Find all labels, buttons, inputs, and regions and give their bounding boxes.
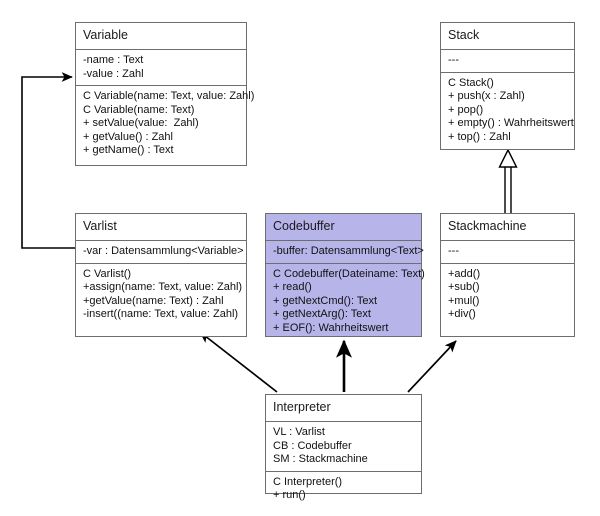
class-name-stack: Stack — [441, 23, 574, 50]
operation-line: C Varlist() — [83, 267, 132, 280]
edge-stackmachine-to-stack — [498, 148, 518, 213]
operation-line: +add() — [448, 267, 481, 280]
uml-class-stack[interactable]: Stack --- C Stack() + push(x : Zahl) + p… — [440, 22, 575, 150]
uml-class-varlist[interactable]: Varlist -var : Datensammlung<Variable> C… — [75, 213, 247, 337]
operation-line: +getValue(name: Text) : Zahl — [83, 294, 224, 307]
operations-compartment-variable: C Variable(name: Text, value: Zahl) C Va… — [76, 86, 255, 162]
uml-class-variable[interactable]: Variable -name : Text -value : Zahl C Va… — [75, 22, 255, 166]
attribute-line: -name : Text — [83, 54, 144, 66]
attribute-line: CB : Codebuffer — [273, 439, 352, 452]
operation-line: + getNextCmd(): Text — [273, 294, 378, 307]
operations-compartment-stack: C Stack() + push(x : Zahl) + pop() + emp… — [441, 73, 574, 149]
class-name-codebuffer: Codebuffer — [266, 214, 421, 241]
operation-line: + push(x : Zahl) — [448, 90, 525, 102]
uml-class-stackmachine[interactable]: Stackmachine --- +add() +sub() +mul() +d… — [440, 213, 575, 337]
operation-line: -insert((name: Text, value: Zahl) — [83, 308, 239, 320]
attribute-line: -value : Zahl — [83, 67, 144, 80]
attribute-line: VL : Varlist — [273, 426, 325, 438]
operation-line: +sub() — [448, 281, 480, 293]
operation-line: C Interpreter() — [273, 475, 343, 488]
attributes-compartment-interpreter: VL : Varlist CB : Codebuffer SM : Stackm… — [266, 422, 421, 472]
operation-line: + getValue() : Zahl — [83, 130, 173, 143]
operation-line: + run() — [273, 489, 306, 501]
operations-compartment-stackmachine: +add() +sub() +mul() +div() — [441, 264, 574, 326]
operation-line: + read() — [273, 281, 312, 293]
attributes-compartment-stack: --- — [441, 50, 574, 73]
operation-line: + EOF(): Wahrheitswert — [273, 321, 389, 334]
operation-line: + empty() : Wahrheitswert — [448, 117, 574, 129]
attributes-compartment-codebuffer: -buffer: Datensammlung<Text> — [266, 241, 424, 264]
operations-compartment-varlist: C Varlist() +assign(name: Text, value: Z… — [76, 264, 246, 326]
attributes-compartment-varlist: -var : Datensammlung<Variable> — [76, 241, 246, 264]
attributes-compartment-variable: -name : Text -value : Zahl — [76, 50, 246, 86]
operation-line: + getNextArg(): Text — [273, 308, 371, 320]
operation-line: +div() — [448, 308, 476, 320]
class-name-interpreter: Interpreter — [266, 395, 421, 422]
edge-interpreter-to-stackmachine — [407, 340, 457, 393]
attribute-line: SM : Stackmachine — [273, 453, 368, 465]
operation-line: C Codebuffer(Dateiname: Text) — [273, 267, 425, 280]
operation-line: C Stack() — [448, 76, 494, 89]
uml-class-codebuffer[interactable]: Codebuffer -buffer: Datensammlung<Text> … — [265, 213, 425, 340]
operation-line: + top() : Zahl — [448, 130, 511, 143]
edge-interpreter-to-varlist — [199, 331, 278, 393]
attribute-line: -var : Datensammlung<Variable> — [83, 245, 244, 257]
attribute-line: --- — [448, 245, 459, 257]
class-name-variable: Variable — [76, 23, 246, 50]
operation-line: + getName() : Text — [83, 144, 174, 156]
operation-line: +assign(name: Text, value: Zahl) — [83, 281, 243, 293]
attribute-line: -buffer: Datensammlung<Text> — [273, 245, 424, 257]
attribute-line: --- — [448, 54, 459, 66]
operation-line: + pop() — [448, 103, 484, 116]
edge-varlist-to-variable — [21, 72, 75, 249]
operation-line: C Variable(name: Text) — [83, 103, 195, 116]
operation-line: + setValue(value: Zahl) — [83, 117, 199, 129]
hollow-triangle-arrowhead — [498, 148, 518, 168]
class-name-varlist: Varlist — [76, 214, 246, 241]
operations-compartment-interpreter: C Interpreter() + run() — [266, 472, 421, 507]
operation-line: C Variable(name: Text, value: Zahl) — [83, 90, 255, 102]
operations-compartment-codebuffer: C Codebuffer(Dateiname: Text) + read() +… — [266, 264, 425, 340]
operation-line: +mul() — [448, 294, 480, 307]
class-name-stackmachine: Stackmachine — [441, 214, 574, 241]
attributes-compartment-stackmachine: --- — [441, 241, 574, 264]
uml-class-interpreter[interactable]: Interpreter VL : Varlist CB : Codebuffer… — [265, 394, 422, 501]
